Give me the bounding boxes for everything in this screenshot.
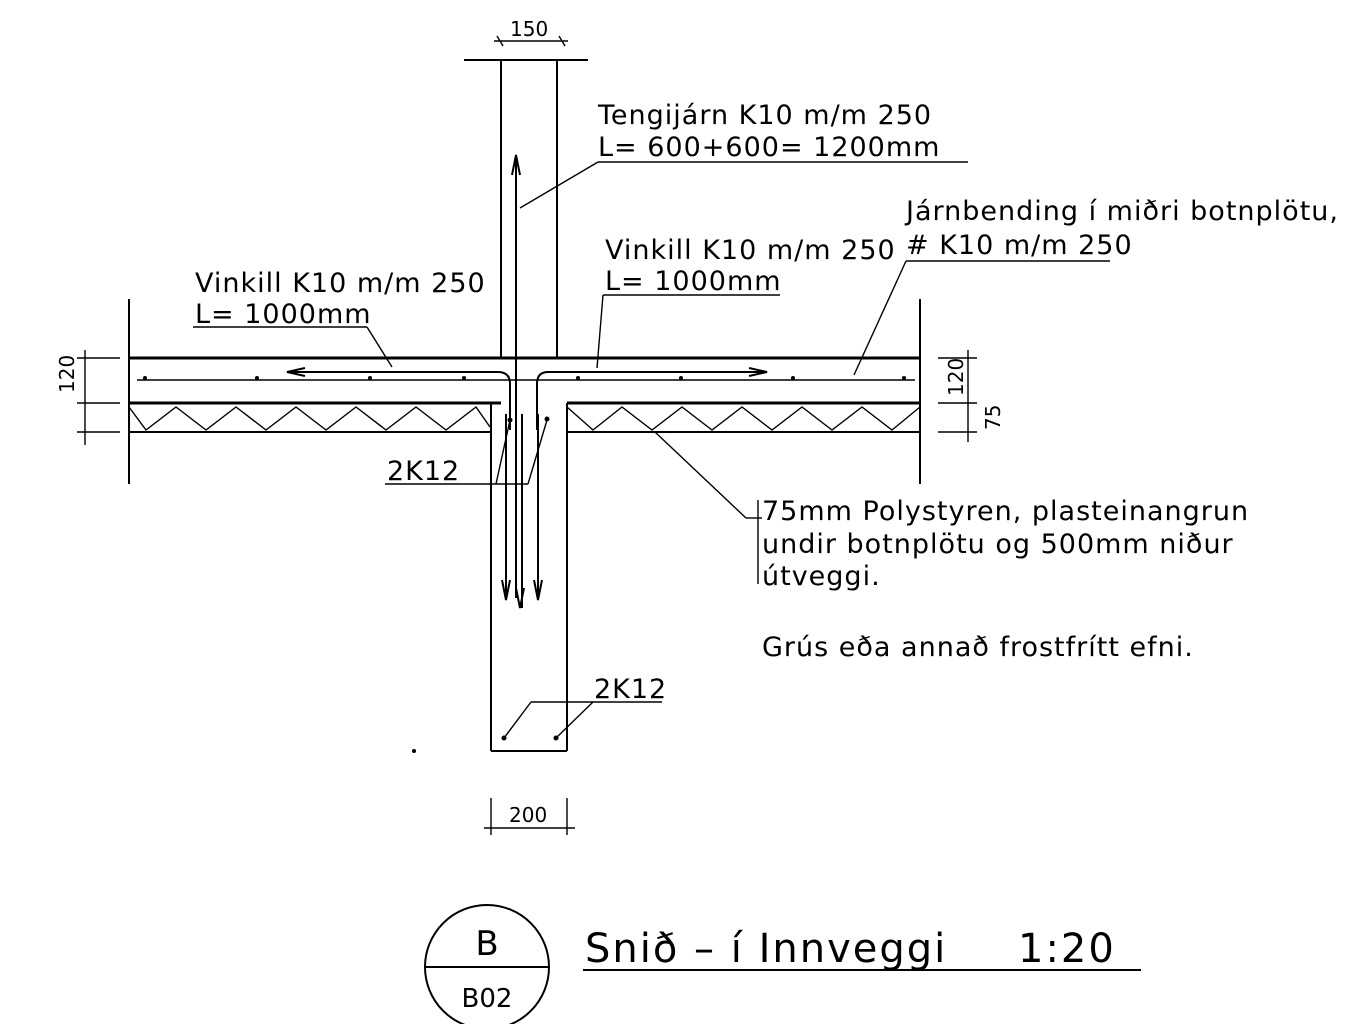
note-rebar-lower: 2K12 (594, 674, 667, 705)
note-vinkill-left-2: L= 1000mm (195, 299, 372, 330)
note-vinkill-right-1: Vinkill K10 m/m 250 (605, 235, 896, 266)
note-rebar-upper: 2K12 (387, 456, 460, 487)
bubble-letter: B (475, 924, 498, 964)
note-insulation-2: undir botnplötu og 500mm niður (762, 529, 1234, 560)
notes: Tengijárn K10 m/m 250 L= 600+600= 1200mm… (195, 100, 1339, 705)
note-insulation-1: 75mm Polystyren, plasteinangrun (762, 496, 1249, 527)
note-vinkill-left-1: Vinkill K10 m/m 250 (195, 268, 486, 299)
note-jarnbending-2: # K10 m/m 250 (906, 230, 1133, 261)
drawing-scale: 1:20 (1018, 926, 1116, 972)
insulation-layer (128, 405, 921, 433)
dim-right-slab: 120 (944, 358, 968, 396)
angle-bars (286, 367, 768, 430)
dim-left-slab: 120 (55, 355, 79, 393)
bubble-sheet: B02 (462, 984, 513, 1014)
drawing-title: Snið – í Innveggi (585, 926, 947, 972)
title-block: B B02 Snið – í Innveggi 1:20 (424, 904, 1141, 1024)
note-tengijarn-1: Tengijárn K10 m/m 250 (597, 100, 932, 131)
lower-wall (490, 403, 568, 752)
dim-right-insulation: 75 (981, 405, 1005, 430)
note-jarnbending-1: Járnbending í miðri botnplötu, (904, 196, 1339, 227)
note-fill: Grús eða annað frostfrítt efni. (762, 632, 1194, 663)
mesh-bar-dots (143, 376, 906, 380)
dim-bottom-width: 200 (509, 803, 547, 827)
note-tengijarn-2: L= 600+600= 1200mm (598, 132, 940, 163)
note-insulation-3: útveggi. (762, 561, 881, 592)
note-vinkill-right-2: L= 1000mm (605, 266, 782, 297)
dim-top-width: 150 (510, 17, 548, 41)
leader-lines (193, 161, 1110, 739)
floor-slab (128, 299, 921, 484)
upper-wall (464, 59, 588, 358)
dimension-lines: 150 200 120 120 75 (55, 17, 1005, 835)
